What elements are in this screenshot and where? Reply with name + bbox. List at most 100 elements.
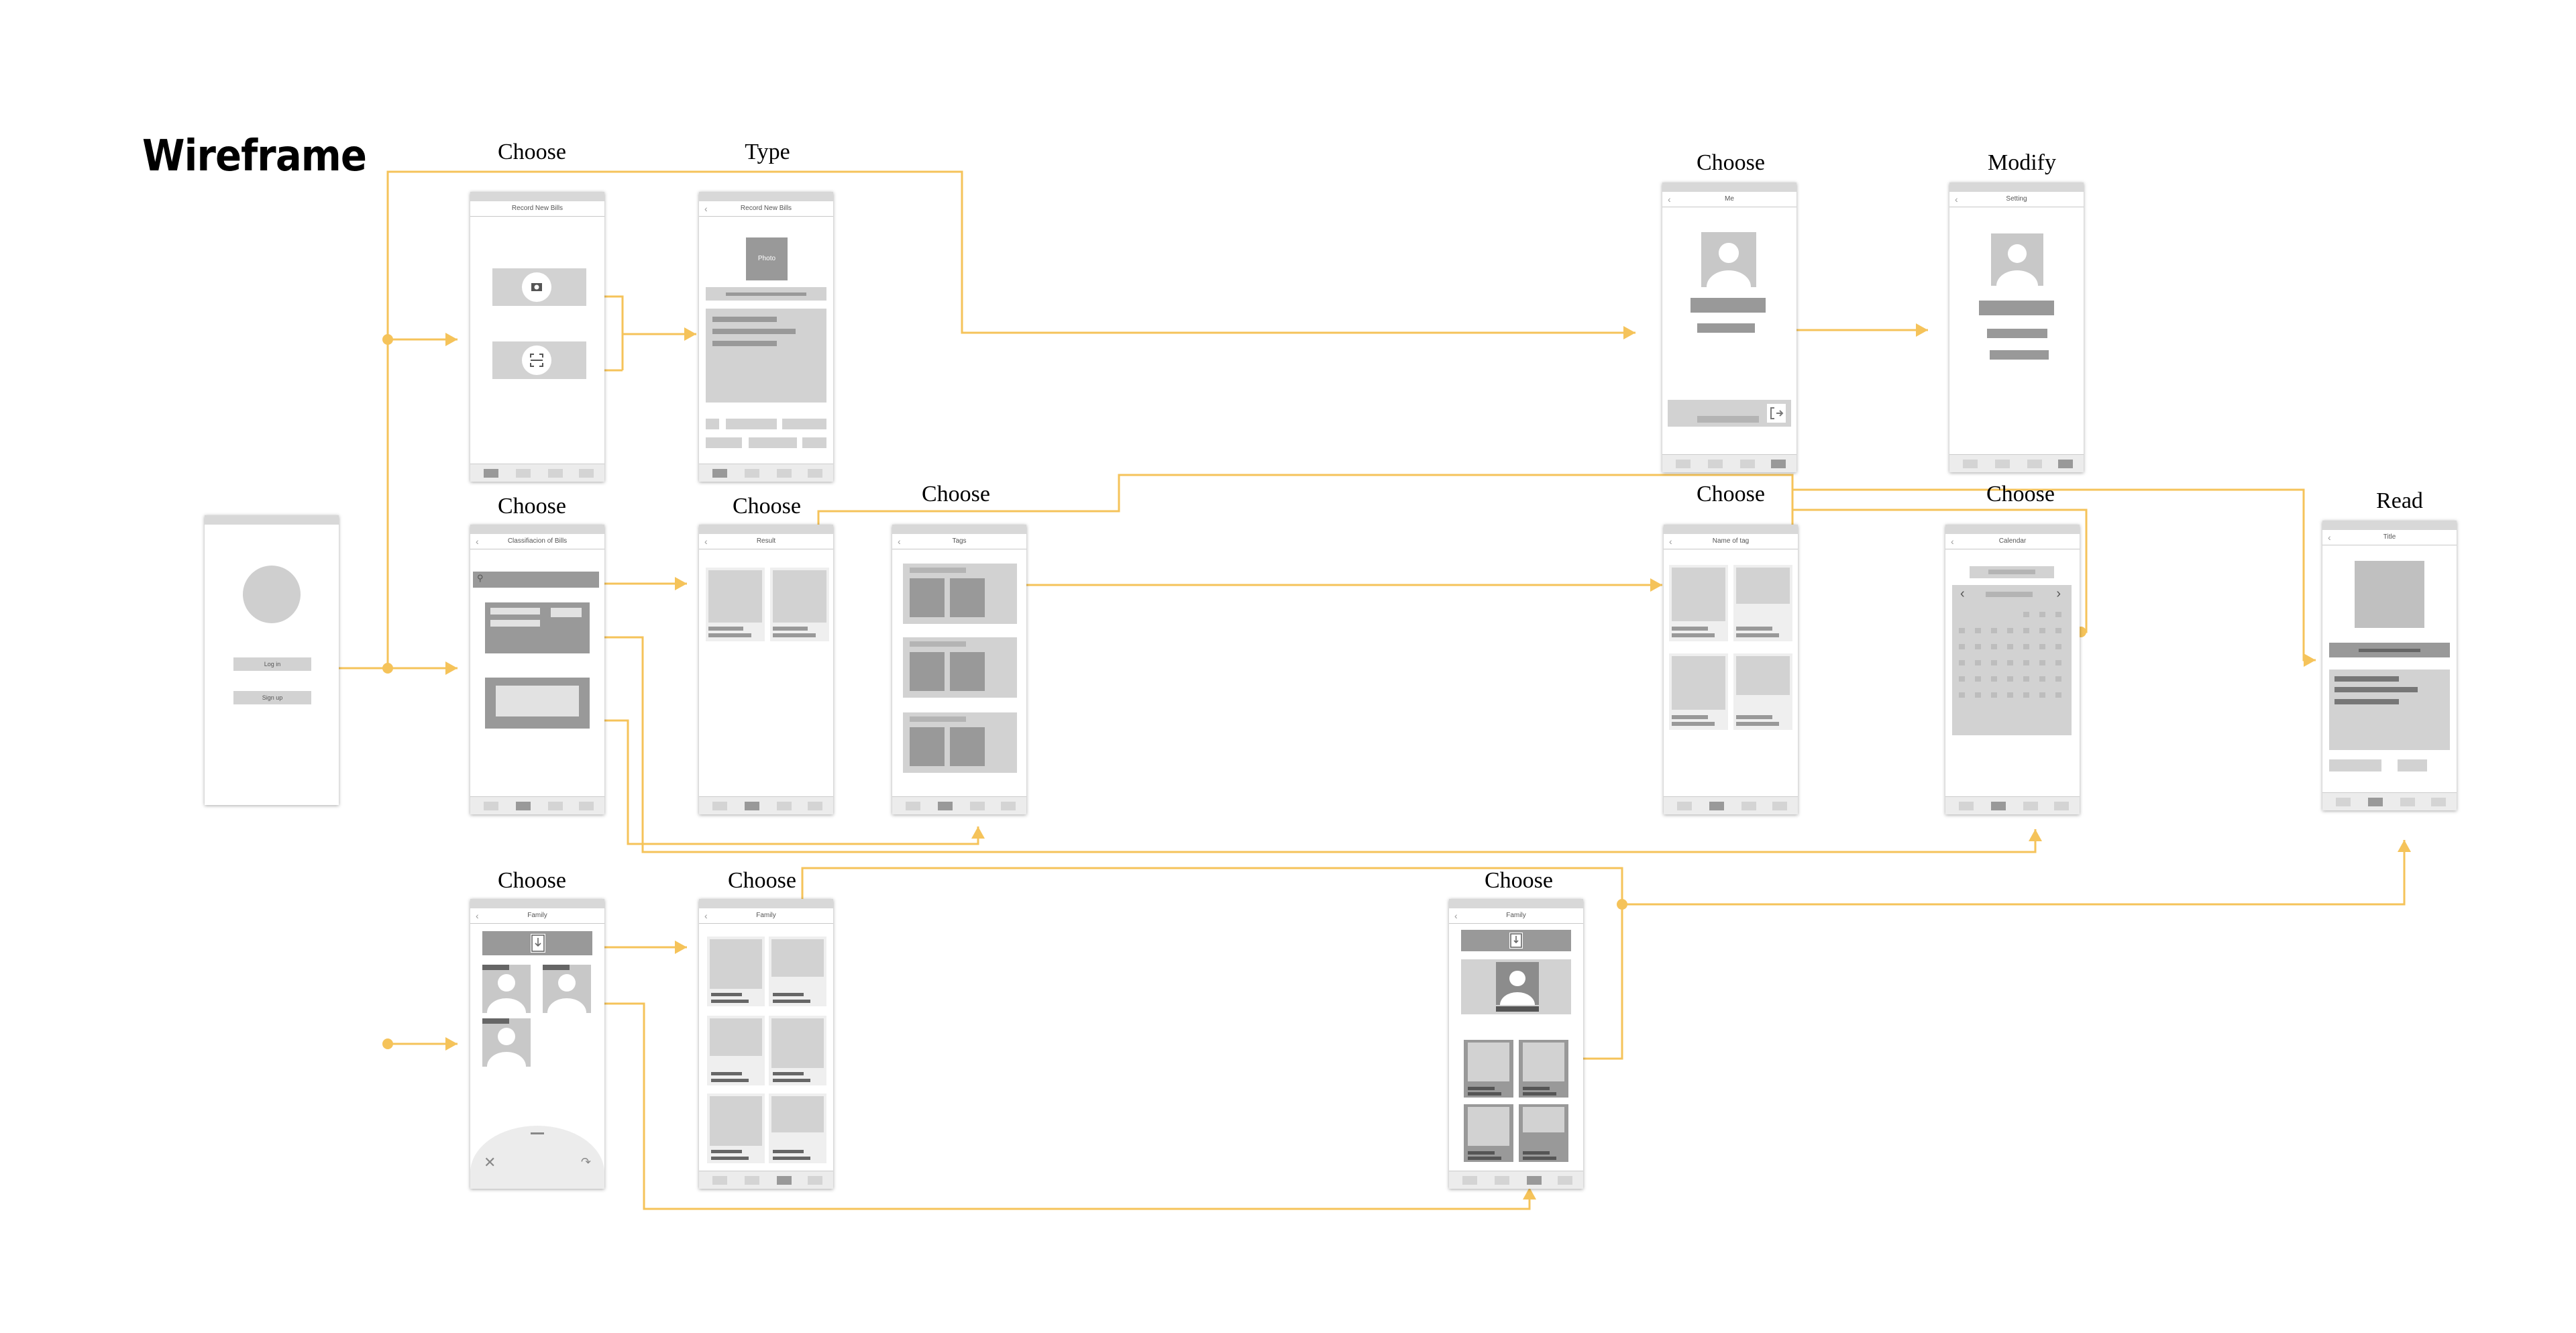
bill-card[interactable] — [1733, 653, 1792, 730]
back-icon[interactable]: ‹ — [898, 536, 901, 547]
calendar-day[interactable] — [1975, 692, 1981, 698]
back-icon[interactable]: ‹ — [1454, 910, 1458, 921]
tab-4[interactable] — [808, 1176, 822, 1185]
avatar-icon[interactable] — [1701, 232, 1756, 287]
detail-field[interactable] — [706, 309, 826, 403]
avatar-icon[interactable] — [1991, 233, 2043, 286]
photo-placeholder[interactable]: Photo — [746, 237, 788, 280]
tag-card[interactable] — [903, 712, 1017, 773]
bill-card[interactable] — [1669, 653, 1728, 730]
tab-3[interactable] — [548, 469, 563, 478]
tab-4[interactable] — [2431, 798, 2446, 806]
tab-3[interactable] — [970, 802, 985, 810]
action-chip[interactable] — [2329, 759, 2381, 771]
category-card[interactable] — [485, 602, 590, 653]
signup-button[interactable]: Sign up — [233, 691, 311, 704]
calendar-day[interactable] — [2023, 660, 2029, 665]
sheet-handle[interactable] — [531, 1132, 544, 1134]
field-chip[interactable] — [802, 437, 826, 448]
tab-2[interactable] — [938, 802, 953, 810]
tab-4[interactable] — [2058, 460, 2073, 468]
tab-2[interactable] — [1709, 802, 1724, 810]
tab-1[interactable] — [484, 469, 498, 478]
family-bill-card[interactable] — [769, 1094, 826, 1163]
tab-2[interactable] — [745, 469, 759, 478]
calendar-day[interactable] — [1959, 644, 1965, 649]
title-field[interactable] — [706, 287, 826, 301]
tab-3[interactable] — [777, 802, 792, 810]
calendar-day[interactable] — [1959, 692, 1965, 698]
calendar-day[interactable] — [2055, 676, 2061, 682]
calendar-day[interactable] — [1959, 628, 1965, 633]
tab-4[interactable] — [1771, 460, 1786, 468]
tab-4[interactable] — [808, 469, 822, 478]
login-button[interactable]: Log in — [233, 657, 311, 671]
edit-profile-bar[interactable] — [1697, 323, 1755, 333]
tab-1[interactable] — [712, 1176, 727, 1185]
tab-3[interactable] — [1527, 1176, 1542, 1185]
calendar-day[interactable] — [1991, 644, 1997, 649]
chevron-left-icon[interactable]: ‹ — [1960, 586, 1965, 601]
family-bill-card[interactable] — [707, 1094, 765, 1163]
family-bill-card[interactable] — [707, 937, 765, 1006]
member-bill-card[interactable] — [1519, 1040, 1568, 1098]
tab-3[interactable] — [777, 1176, 792, 1185]
back-icon[interactable]: ‹ — [1951, 536, 1954, 547]
family-bill-card[interactable] — [769, 1016, 826, 1085]
calendar-day[interactable] — [2055, 612, 2061, 617]
calendar-day[interactable] — [2039, 676, 2045, 682]
tab-2[interactable] — [516, 802, 531, 810]
close-icon[interactable]: ✕ — [484, 1154, 496, 1171]
calendar-day[interactable] — [2039, 660, 2045, 665]
search-input[interactable]: ⚲ — [473, 572, 599, 588]
family-banner[interactable] — [1461, 930, 1571, 951]
field-chip[interactable] — [749, 437, 797, 448]
result-card[interactable] — [770, 568, 829, 641]
calendar-day[interactable] — [2039, 628, 2045, 633]
tab-3[interactable] — [2023, 802, 2038, 810]
calendar-day[interactable] — [2023, 692, 2029, 698]
tab-1[interactable] — [1462, 1176, 1477, 1185]
calendar-day[interactable] — [1991, 660, 1997, 665]
calendar-day[interactable] — [2023, 612, 2029, 617]
tab-4[interactable] — [579, 802, 594, 810]
calendar-day[interactable] — [2055, 628, 2061, 633]
chevron-right-icon[interactable]: › — [2056, 586, 2061, 601]
tab-4[interactable] — [808, 802, 822, 810]
tab-3[interactable] — [1741, 802, 1756, 810]
name-field[interactable] — [1979, 301, 2054, 315]
calendar-day[interactable] — [2039, 644, 2045, 649]
field-chip[interactable] — [706, 419, 719, 429]
year-selector[interactable] — [1970, 566, 2054, 578]
tab-1[interactable] — [712, 802, 727, 810]
category-card[interactable] — [485, 678, 590, 729]
tab-3[interactable] — [2400, 798, 2415, 806]
back-icon[interactable]: ‹ — [1668, 194, 1671, 205]
calendar-day[interactable] — [2007, 660, 2013, 665]
calendar-day[interactable] — [2039, 612, 2045, 617]
member-avatar[interactable] — [543, 965, 591, 1013]
tab-2[interactable] — [1995, 460, 2010, 468]
family-banner[interactable] — [482, 931, 592, 955]
avatar-icon[interactable] — [1496, 962, 1539, 1005]
back-icon[interactable]: ‹ — [704, 910, 708, 921]
calendar-day[interactable] — [1991, 676, 1997, 682]
tab-1[interactable] — [2336, 798, 2351, 806]
tab-4[interactable] — [1001, 802, 1016, 810]
bill-card[interactable] — [1669, 565, 1728, 641]
tab-4[interactable] — [1772, 802, 1787, 810]
tab-4[interactable] — [2054, 802, 2069, 810]
member-avatar[interactable] — [482, 1018, 531, 1067]
family-bill-card[interactable] — [769, 937, 826, 1006]
back-icon[interactable]: ‹ — [1955, 194, 1958, 205]
result-card[interactable] — [706, 568, 765, 641]
tab-2[interactable] — [1991, 802, 2006, 810]
tab-1[interactable] — [1677, 802, 1692, 810]
logout-icon[interactable] — [1767, 404, 1786, 423]
bill-card[interactable] — [1733, 565, 1792, 641]
calendar-day[interactable] — [2055, 644, 2061, 649]
tab-2[interactable] — [1708, 460, 1723, 468]
tag-card[interactable] — [903, 564, 1017, 624]
tab-1[interactable] — [712, 469, 727, 478]
tab-1[interactable] — [1676, 460, 1690, 468]
